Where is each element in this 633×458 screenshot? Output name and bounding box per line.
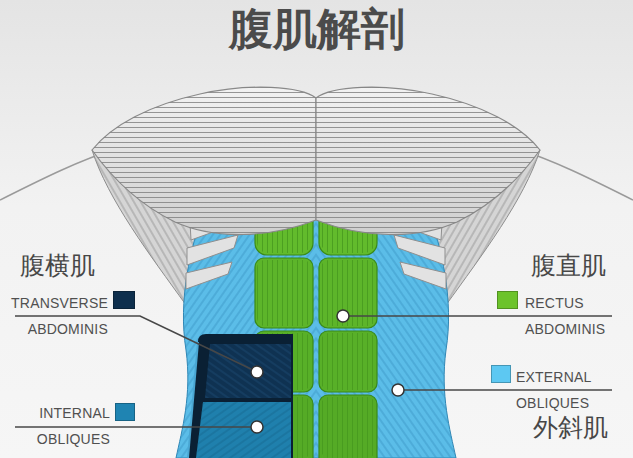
muscle-label: 腹横肌 [20,250,95,281]
muscle-label: 腹直肌 [531,250,606,281]
legend-swatch [115,403,135,421]
page-title: 腹肌解剖 [0,0,633,58]
legend-swatch [113,291,135,309]
legend-label: RECTUS ABDOMINIS [525,290,605,342]
legend-label: INTERNAL OBLIQUES [37,400,110,452]
legend-swatch [497,291,518,309]
legend-swatch [491,365,511,383]
muscle-label: 外斜肌 [533,412,608,443]
legend-label: TRANSVERSE ABDOMINIS [11,290,108,342]
legend-label: EXTERNAL OBLIQUES [516,364,591,416]
